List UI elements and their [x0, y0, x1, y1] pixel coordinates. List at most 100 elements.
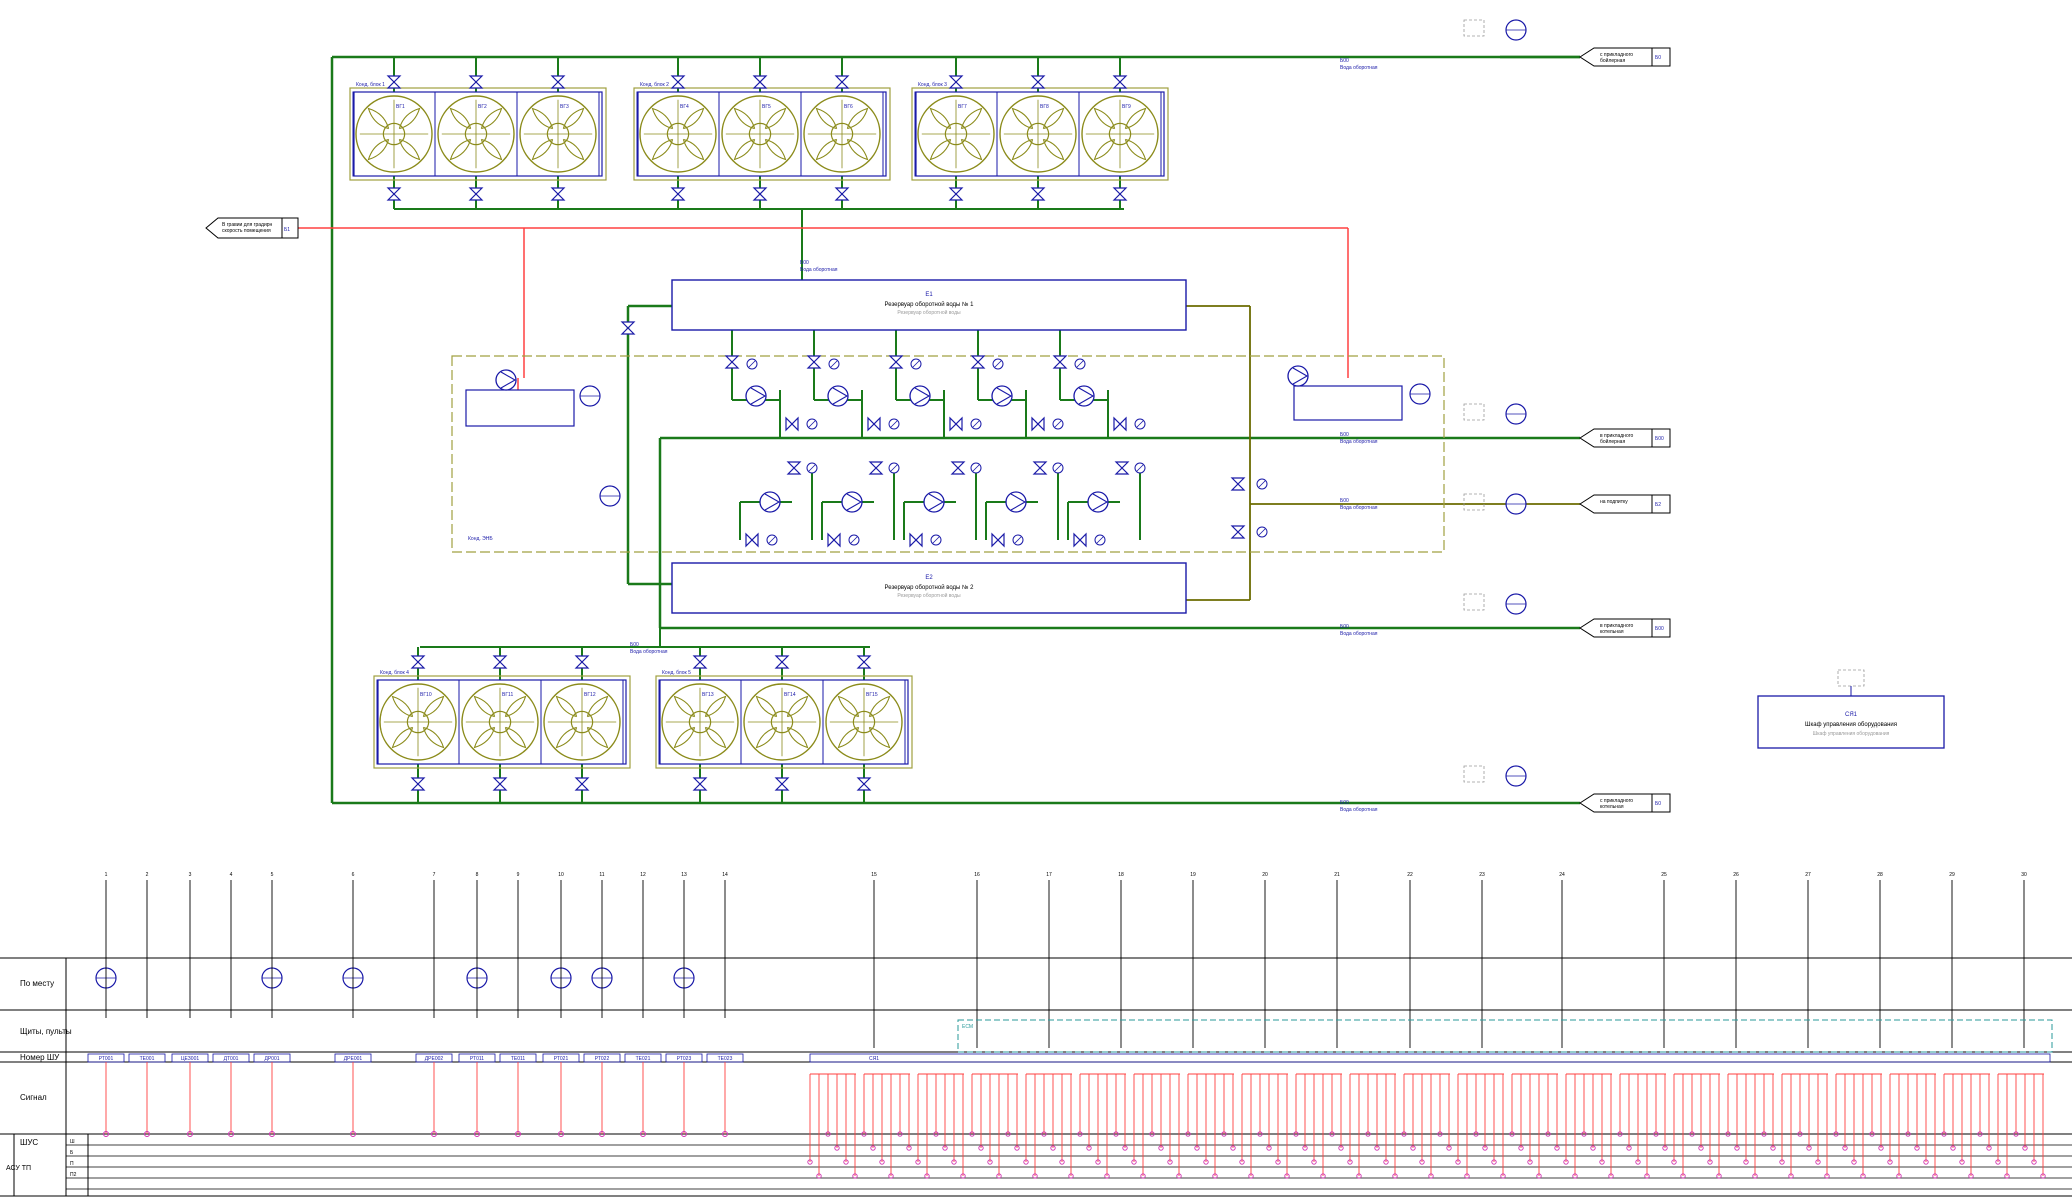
fan-name: ВГ5 [762, 104, 771, 110]
label-line: E1 [925, 292, 933, 298]
gauge-icon [1074, 358, 1086, 370]
pump-circle [1087, 491, 1109, 513]
label-line: ВГ11 [502, 692, 513, 698]
fan-name: ВГ12 [584, 692, 596, 698]
pump-circle [841, 491, 863, 513]
valve-body [774, 655, 790, 669]
fan-blade [673, 695, 696, 718]
fan-blade [786, 695, 809, 718]
bus-marker [1050, 1145, 1056, 1151]
pump-triangle [914, 387, 931, 405]
valve-icon [834, 75, 850, 89]
column-number: 16 [974, 872, 980, 878]
bus-marker [969, 1131, 975, 1137]
column-number: 3 [189, 872, 192, 878]
bus-marker [1725, 1131, 1731, 1137]
label-line: Резервуар оборотной воды № 1 [885, 301, 975, 308]
valve-icon [745, 532, 759, 548]
label-line: ВГ6 [844, 104, 853, 110]
vessel-title: Резервуар оборотной воды № 2 [885, 584, 975, 591]
connector-code: Б00 [1655, 436, 1664, 442]
valve-icon [1030, 187, 1046, 201]
valve-body [806, 355, 822, 369]
bus-marker [1761, 1131, 1767, 1137]
instrument-tag [1463, 593, 1485, 611]
label-line: котельная [1600, 629, 1624, 635]
bus-marker [1221, 1131, 1227, 1137]
label-line: ВГ5 [762, 104, 771, 110]
bus-marker [1590, 1145, 1596, 1151]
valve-icon [620, 321, 636, 335]
bus-marker [1095, 1159, 1101, 1165]
cabinet-code: ДРЕ001 [344, 1056, 363, 1062]
connector-code: Б0 [1655, 55, 1661, 61]
valve-icon [1114, 461, 1130, 475]
bus-marker [1716, 1173, 1722, 1179]
label-line: Б00 [1340, 624, 1349, 630]
bus-marker [1554, 1145, 1560, 1151]
label-line: ВГ13 [702, 692, 714, 698]
fan-group-frame [373, 675, 631, 769]
bus-marker [1365, 1131, 1371, 1137]
bus-marker [915, 1159, 921, 1165]
fan-blade [929, 138, 952, 161]
bus-row-label: Б [70, 1150, 74, 1156]
column-number: 4 [230, 872, 233, 878]
cooling-fan-icon [917, 95, 995, 173]
cabinet-code: ДРЕ002 [425, 1056, 444, 1062]
fan-blade [755, 695, 778, 718]
pump-triangle [846, 493, 863, 511]
valve-icon [410, 655, 426, 669]
fan-blade [682, 107, 705, 130]
valve-body [386, 75, 402, 89]
gauge-needle [932, 536, 940, 544]
valve-icon [1031, 416, 1045, 432]
label-line: Шкаф управления оборудования [1813, 731, 1890, 737]
valve-icon [1052, 355, 1068, 369]
label-line: Б0 [1655, 55, 1661, 61]
gauge-needle [1136, 420, 1144, 428]
connector-code-box [1651, 428, 1671, 448]
fan-blade [733, 138, 756, 161]
bus-marker [1932, 1173, 1938, 1179]
label-line: ВГ3 [560, 104, 569, 110]
fan-cell [800, 91, 884, 177]
label-line: ВГ2 [478, 104, 487, 110]
connector-code-box [1651, 494, 1671, 514]
bus-marker [1059, 1159, 1065, 1165]
label-line: Шкаф управления оборудования [1805, 722, 1897, 728]
bus-marker [1860, 1173, 1866, 1179]
connector-code-box [1651, 618, 1671, 638]
gauge-icon [930, 534, 942, 546]
fan-blade [929, 107, 952, 130]
bus-marker [1752, 1173, 1758, 1179]
label-line: Вода оборотная [1340, 505, 1378, 511]
gauge-needle [768, 536, 776, 544]
label-line: Конд. блок 4 [380, 670, 409, 676]
gauge-needle [1258, 480, 1266, 488]
gauge-icon [1052, 462, 1064, 474]
pipe-desc: Вода оборотная [1340, 807, 1378, 813]
valve-body [827, 532, 841, 548]
fan-blade [422, 695, 445, 718]
controller-title: Шкаф управления оборудования [1805, 722, 1897, 728]
valve-body [752, 187, 768, 201]
valve-icon [468, 187, 484, 201]
label-line: 21 [1334, 872, 1340, 878]
gauge-icon [848, 534, 860, 546]
label-line: 23 [1479, 872, 1485, 878]
table-row-label: Щиты, пульты [20, 1027, 72, 1036]
pump-icon [991, 385, 1013, 407]
valve-body [386, 187, 402, 201]
fan-group-frame [655, 675, 913, 769]
bus-marker [1167, 1159, 1173, 1165]
connector-code-box [281, 217, 299, 239]
bus-marker [1644, 1173, 1650, 1179]
label-line: Б00 [1655, 436, 1664, 442]
label-line: Вода оборотная [1340, 65, 1378, 71]
valve-body [834, 187, 850, 201]
bus-marker [431, 1131, 437, 1137]
fan-blade [651, 107, 674, 130]
